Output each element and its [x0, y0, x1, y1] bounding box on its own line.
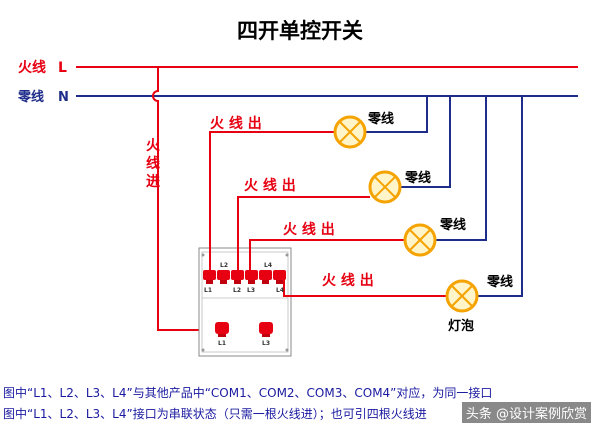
neutral-label-2: 零线 [404, 170, 431, 186]
switch-box [198, 247, 292, 357]
live-out-label-1: 火 线 出 [210, 115, 262, 132]
live-out-label-2: 火 线 出 [244, 177, 296, 194]
note-line-1: 图中“L1、L2、L3、L4”与其他产品中“COM1、COM2、COM3、COM… [3, 386, 493, 400]
screw-1 [201, 253, 205, 257]
terminal-label-top-3: L1 [204, 287, 212, 294]
live-out-label-4: 火 线 出 [322, 272, 374, 289]
terminal-label-bottom-1: L1 [218, 340, 226, 347]
neutral-wire-1 [365, 96, 428, 133]
lamp-label: 灯泡 [448, 318, 474, 334]
watermark: 头条 @设计案例欣赏 [461, 402, 591, 423]
neutral-line-name: 零线 [17, 89, 44, 105]
neutral-wire-2 [400, 96, 451, 188]
terminal-bottom-1 [215, 322, 229, 337]
terminal-top-4 [245, 270, 258, 284]
note-line-2: 图中“L1、L2、L3、L4”接口为串联状态（只需一根火线进）；也可引四根火线进 [3, 407, 427, 421]
live-out-wire-1 [209, 131, 335, 272]
terminal-top-2 [217, 270, 230, 284]
terminal-top-1 [203, 270, 216, 284]
terminal-label-top-6: L4 [276, 287, 284, 294]
neutral-wire-3 [435, 96, 487, 241]
live-in-char-3: 进 [146, 174, 160, 190]
live-in-char-2: 线 [146, 155, 160, 172]
live-in-char-1: 火 [146, 138, 161, 154]
terminal-top-5 [259, 270, 272, 284]
lamp-3 [403, 223, 437, 257]
diagram-title: 四开单控开关 [237, 19, 363, 43]
neutral-line-letter: N [58, 90, 69, 105]
live-out-label-3: 火 线 出 [283, 221, 335, 238]
neutral-label-3: 零线 [439, 217, 466, 233]
screw-3 [201, 348, 205, 352]
terminal-top-3 [231, 270, 244, 284]
terminal-label-top-4: L2 [233, 287, 241, 294]
neutral-label-1: 零线 [367, 111, 394, 127]
terminal-label-top-5: L3 [247, 287, 255, 294]
lamp-4 [445, 279, 479, 313]
lamp-2 [368, 170, 402, 204]
live-out-wire-2 [237, 196, 370, 272]
lamp-1 [333, 115, 367, 149]
terminal-label-bottom-2: L3 [262, 340, 270, 347]
switch-box-inner [201, 251, 289, 353]
neutral-wire-4 [477, 96, 523, 297]
screw-2 [285, 253, 289, 257]
live-in-wire [152, 67, 223, 331]
terminal-label-top-2: L4 [264, 262, 272, 269]
terminal-bottom-2 [259, 322, 273, 337]
live-line-letter: L [58, 60, 67, 76]
terminal-top-6 [273, 270, 286, 284]
terminal-label-top-1: L2 [220, 262, 228, 269]
screw-4 [285, 348, 289, 352]
live-line-name: 火线 [18, 59, 46, 76]
neutral-label-4: 零线 [486, 274, 513, 290]
live-out-wire-3 [249, 239, 404, 272]
